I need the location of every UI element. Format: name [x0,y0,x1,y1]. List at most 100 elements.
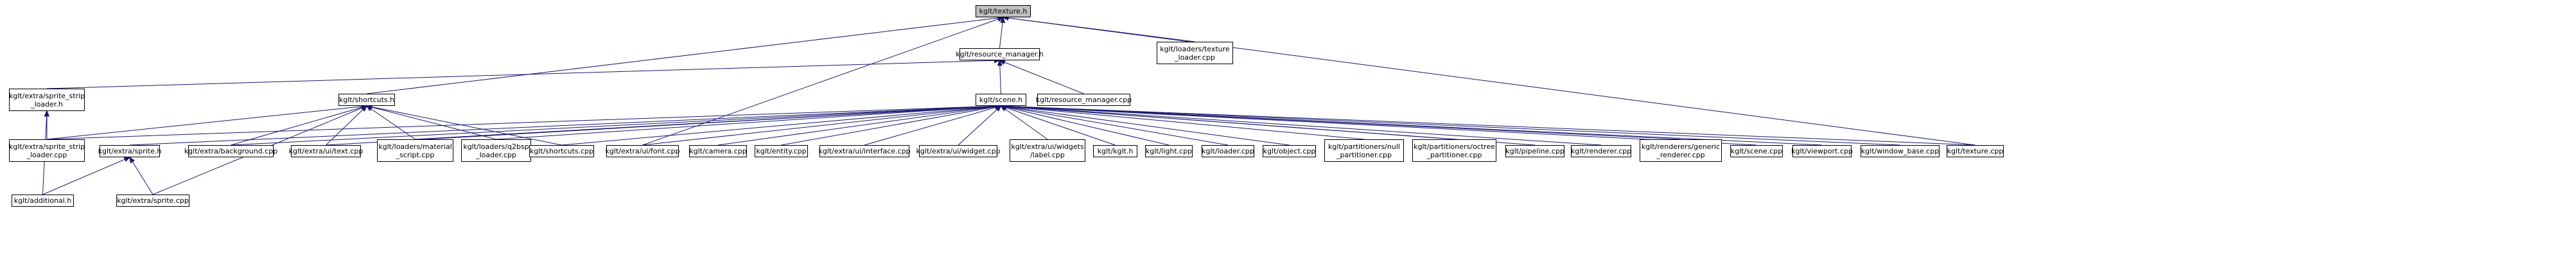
edge-viewport_cpp-to-scene_h [1001,106,1823,146]
edge-object_cpp-to-scene_h [1001,106,1290,146]
node-label-line: _renderer.cpp [1656,150,1705,159]
edge-pipeline_cpp-to-scene_h [1001,106,1536,146]
node-scene-h[interactable]: kglt/scene.h [976,94,1026,106]
node-label-line: kglt/scene.cpp [1730,147,1783,155]
node-sprite-h[interactable]: kglt/extra/sprite.h [98,145,162,157]
node-ui-font-cpp[interactable]: kglt/extra/ui/font.cpp [606,145,679,157]
node-label-line: _script.cpp [396,150,435,159]
node-scene-cpp[interactable]: kglt/scene.cpp [1730,145,1783,157]
node-kglt-h[interactable]: kglt/kglt.h [1093,145,1137,157]
node-resource-manager-cpp[interactable]: kglt/resource_manager.cpp [1036,94,1132,106]
edge-sprite_cpp-to-sprite_h [130,157,153,195]
edge-ui_font_cpp-to-scene_h [642,106,1001,146]
node-label-line: kglt/texture.cpp [1947,147,2004,155]
node-sprite-strip-loader-h[interactable]: kglt/extra/sprite_strip_loader.h [9,89,85,111]
node-label-line: kglt/extra/ui/widgets [1011,142,1084,151]
edge-material_script_cpp-to-shortcuts_h [367,106,416,140]
node-label-line: kglt/partitioners/null [1328,142,1400,151]
node-label-line: kglt/loaders/material [378,142,452,151]
node-material-script-cpp[interactable]: kglt/loaders/material_script.cpp [377,139,453,162]
edge-camera_cpp-to-scene_h [717,106,1001,146]
node-label-line: kglt/scene.h [979,96,1023,104]
node-object-cpp[interactable]: kglt/object.cpp [1263,145,1316,157]
node-label-line: kglt/partitioners/octree [1414,142,1495,151]
node-null-partitioner-cpp[interactable]: kglt/partitioners/null_partitioner.cpp [1324,139,1404,162]
node-label-line: kglt/extra/sprite_strip [8,142,85,151]
node-sprite-cpp[interactable]: kglt/extra/sprite.cpp [116,195,189,207]
edge-scene_h-to-resource_manager_h [1000,60,1001,94]
node-camera-cpp[interactable]: kglt/camera.cpp [689,145,747,157]
edge-window_base_cpp-to-scene_h [1001,106,1900,146]
node-label-line: _loader.h [31,100,63,108]
edge-ui_interface_cpp-to-scene_h [864,106,1001,146]
node-texture-cpp[interactable]: kglt/texture.cpp [1947,145,2004,157]
edge-entity_cpp-to-scene_h [781,106,1001,146]
node-ui-interface-cpp[interactable]: kglt/extra/ui/interface.cpp [818,145,911,157]
node-entity-cpp[interactable]: kglt/entity.cpp [755,145,808,157]
node-label-line: /label.cpp [1030,150,1065,159]
edge-loader_cpp-to-scene_h [1001,106,1229,146]
node-viewport-cpp[interactable]: kglt/viewport.cpp [1791,145,1853,157]
edge-q2bsp_loader_cpp-to-scene_h [496,106,1001,140]
node-label-line: kglt/extra/ui/interface.cpp [818,147,911,155]
node-shortcuts-h[interactable]: kglt/shortcuts.h [338,94,395,106]
edge-background_cpp-to-shortcuts_h [231,106,367,146]
node-label-line: kglt/extra/ui/text.cpp [288,147,364,155]
node-label-line: kglt/loaders/q2bsp [463,142,529,151]
node-ui-widget-cpp[interactable]: kglt/extra/ui/widget.cpp [916,145,1001,157]
node-label-line: kglt/extra/background.cpp [184,147,278,155]
node-label-line: _loader.cpp [1175,53,1215,62]
node-label-line: kglt/extra/ui/font.cpp [605,147,680,155]
node-label-line: kglt/extra/sprite_strip [8,91,85,100]
node-label-line: kglt/loaders/texture [1160,44,1230,53]
edge-kglt_h-to-scene_h [1001,106,1116,146]
node-generic-renderer-cpp[interactable]: kglt/renderers/generic_renderer.cpp [1640,139,1722,162]
node-loader-cpp[interactable]: kglt/loader.cpp [1202,145,1254,157]
node-pipeline-cpp[interactable]: kglt/pipeline.cpp [1505,145,1564,157]
node-label-line: _loader.cpp [26,150,67,159]
node-shortcuts-cpp[interactable]: kglt/shortcuts.cpp [529,145,594,157]
edge-scene_cpp-to-scene_h [1001,106,1757,146]
edge-ui_widgets_label_cpp-to-scene_h [1001,106,1048,140]
node-ui-widgets-label-cpp[interactable]: kglt/extra/ui/widgets/label.cpp [1010,139,1085,162]
edge-texture_cpp-to-scene_h [1001,106,1976,146]
node-q2bsp-loader-cpp[interactable]: kglt/loaders/q2bsp_loader.cpp [461,139,531,162]
node-label-line: kglt/object.cpp [1263,147,1316,155]
node-label-line: kglt/camera.cpp [689,147,747,155]
node-label-line: kglt/shortcuts.cpp [529,147,594,155]
node-label-line: kglt/extra/sprite.cpp [117,196,189,205]
node-label-line: kglt/renderer.cpp [1570,147,1632,155]
edge-q2bsp_loader_cpp-to-shortcuts_h [367,106,496,140]
node-octree-partitioner-cpp[interactable]: kglt/partitioners/octree_partitioner.cpp [1412,139,1496,162]
edge-light_cpp-to-scene_h [1001,106,1170,146]
node-light-cpp[interactable]: kglt/light.cpp [1145,145,1193,157]
edge-shortcuts_cpp-to-scene_h [561,106,1001,146]
node-label-line: _partitioner.cpp [1426,150,1482,159]
edge-resource_manager_cpp-to-resource_manager_h [1000,60,1084,94]
node-label-line: kglt/renderers/generic [1641,142,1721,151]
edge-background_cpp-to-scene_h [231,106,1001,146]
edge-shortcuts_cpp-to-shortcuts_h [367,106,562,146]
edge-resource_manager_h-to-texture_h [999,17,1004,49]
edge-ui_font_cpp-to-texture_h [642,17,1004,146]
node-ui-text-cpp[interactable]: kglt/extra/ui/text.cpp [288,145,364,157]
node-label-line: kglt/extra/ui/widget.cpp [916,147,1001,155]
node-loaders-texture-loader-cpp[interactable]: kglt/loaders/texture_loader.cpp [1157,42,1233,64]
node-background-cpp[interactable]: kglt/extra/background.cpp [184,145,277,157]
node-additional-h[interactable]: kglt/additional.h [12,195,74,207]
edge-ui_widget_cpp-to-scene_h [958,106,1001,146]
node-label-line: kglt/extra/sprite.h [98,147,162,155]
edge-null_partitioner_cpp-to-scene_h [1001,106,1365,140]
node-label-line: kglt/pipeline.cpp [1505,147,1564,155]
node-renderer-cpp[interactable]: kglt/renderer.cpp [1571,145,1631,157]
node-label-line: kglt/texture.h [979,7,1028,15]
node-sprite-strip-loader-cpp[interactable]: kglt/extra/sprite_strip_loader.cpp [9,139,85,162]
edge-sprite_strip_loader_cpp-to-scene_h [46,106,1001,140]
node-label-line: _loader.cpp [476,150,516,159]
node-label-line: kglt/viewport.cpp [1791,147,1853,155]
node-label-line: kglt/entity.cpp [756,147,807,155]
node-resource-manager-h[interactable]: kglt/resource_manager.h [956,48,1044,60]
node-window-base-cpp[interactable]: kglt/window_base.cpp [1861,145,1940,157]
edge-texture_cpp-to-texture_h [1003,17,1976,146]
